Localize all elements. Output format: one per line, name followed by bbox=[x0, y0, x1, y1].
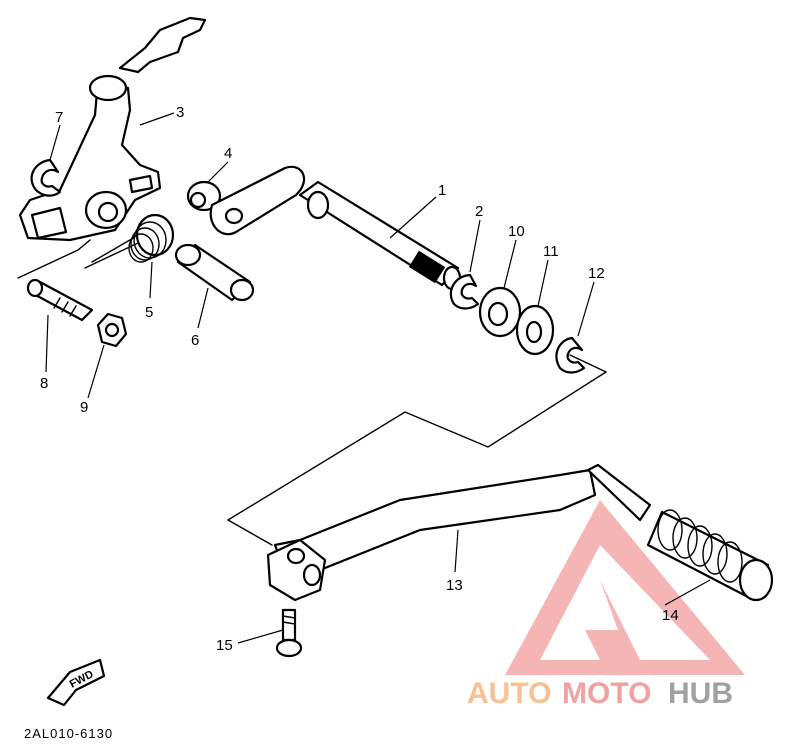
shaft-splines bbox=[408, 250, 446, 284]
sleeve-end-far bbox=[229, 278, 255, 302]
rubber-rib bbox=[687, 525, 713, 567]
label-3: 3 bbox=[176, 104, 184, 121]
part-10-washer bbox=[478, 286, 522, 338]
lever-slot bbox=[30, 206, 68, 240]
assembly-lines bbox=[17, 236, 607, 546]
label-4: 4 bbox=[224, 145, 232, 162]
part-labels: 1 2 3 4 5 6 7 8 9 10 11 12 13 14 15 bbox=[40, 104, 679, 654]
assembly-line-lower bbox=[227, 371, 607, 521]
fwd-arrow: FWD bbox=[46, 658, 106, 707]
label-13: 13 bbox=[446, 577, 463, 594]
leader-2 bbox=[469, 219, 481, 273]
shaft-collar bbox=[306, 190, 330, 220]
spring-leg-line-2 bbox=[91, 236, 136, 263]
pedal-clamp-hole bbox=[286, 547, 306, 565]
leader-7 bbox=[49, 124, 61, 161]
label-12: 12 bbox=[588, 265, 605, 282]
leader-4 bbox=[207, 161, 229, 183]
spring-coil-4 bbox=[128, 233, 154, 263]
bolt-thread bbox=[69, 305, 77, 317]
label-6: 6 bbox=[191, 332, 199, 349]
part-4-collar bbox=[186, 180, 222, 212]
label-14: 14 bbox=[662, 607, 679, 624]
part-13-shift-pedal bbox=[266, 463, 652, 602]
bolt-thread bbox=[61, 301, 69, 313]
label-2: 2 bbox=[475, 203, 483, 220]
spring-coil-1 bbox=[135, 213, 175, 257]
drawing-code: 2AL010-6130 bbox=[24, 726, 113, 741]
part-6-sleeve bbox=[174, 243, 255, 302]
collar-inner bbox=[189, 191, 207, 209]
label-8: 8 bbox=[40, 375, 48, 392]
rubber-rib bbox=[672, 517, 698, 559]
part-1-shift-shaft bbox=[209, 165, 462, 291]
rubber-rib bbox=[702, 533, 728, 575]
label-9: 9 bbox=[80, 399, 88, 416]
leader-5 bbox=[149, 261, 153, 299]
assembly-line-lower-left bbox=[227, 519, 273, 546]
label-1: 1 bbox=[438, 182, 446, 199]
leader-8 bbox=[45, 314, 49, 373]
spring-coil-3 bbox=[130, 227, 160, 261]
leader-9 bbox=[87, 344, 105, 399]
shaft-plate bbox=[209, 165, 306, 236]
label-11: 11 bbox=[543, 243, 559, 260]
rubber-rib bbox=[717, 541, 743, 583]
watermark-moto: MOTO bbox=[562, 677, 651, 710]
rubber-rib bbox=[657, 509, 683, 551]
part-14-pedal-rubber bbox=[646, 509, 774, 602]
leader-lines bbox=[45, 112, 711, 644]
watermark-triangle-inner bbox=[540, 545, 710, 660]
washer-11-inner bbox=[525, 320, 543, 344]
shaft-plate-hole bbox=[224, 207, 244, 225]
bolt-15-shank bbox=[281, 608, 297, 642]
part-8-bolt bbox=[26, 278, 94, 322]
bolt-15-head bbox=[275, 638, 303, 658]
watermark-g-shape bbox=[585, 580, 640, 660]
bolt-thread bbox=[53, 297, 61, 309]
lever-cutout bbox=[128, 174, 154, 194]
leader-13 bbox=[454, 529, 459, 573]
rubber-end-cap bbox=[738, 558, 774, 602]
lever-hook-plate bbox=[118, 16, 207, 74]
leader-6 bbox=[197, 287, 209, 329]
pedal-toe-bar bbox=[586, 463, 652, 522]
part-7-circlip bbox=[30, 158, 62, 197]
watermark-logo bbox=[505, 500, 745, 675]
nut-hole bbox=[104, 322, 120, 338]
lever-pivot-boss bbox=[88, 74, 128, 102]
label-5: 5 bbox=[145, 304, 153, 321]
washer-10-inner bbox=[487, 301, 509, 327]
leader-12 bbox=[577, 281, 595, 337]
assembly-line-shaft bbox=[569, 354, 607, 373]
leader-10 bbox=[503, 239, 517, 289]
bolt-15-thread bbox=[282, 615, 296, 619]
part-12-circlip bbox=[555, 336, 586, 374]
sleeve-end bbox=[174, 243, 202, 267]
bolt-head bbox=[26, 278, 44, 298]
part-5-spring bbox=[128, 213, 175, 263]
leader-15 bbox=[237, 629, 284, 644]
part-11-washer bbox=[515, 304, 555, 356]
lever-hub-hole bbox=[97, 201, 119, 223]
leader-1 bbox=[389, 196, 437, 239]
leader-11 bbox=[537, 259, 549, 307]
part-3-shift-lever bbox=[18, 16, 207, 242]
part-15-bolt bbox=[275, 608, 303, 658]
part-2-circlip bbox=[449, 273, 480, 310]
pedal-spline-hole bbox=[302, 563, 322, 587]
label-10: 10 bbox=[508, 223, 525, 240]
watermark-hub: HUB bbox=[668, 677, 733, 710]
watermark-text: AUTO MOTO HUB bbox=[467, 677, 733, 710]
watermark-auto: AUTO bbox=[467, 677, 551, 710]
fwd-arrow-shape bbox=[46, 658, 106, 707]
label-15: 15 bbox=[216, 637, 233, 654]
leader-14 bbox=[664, 579, 711, 606]
label-7: 7 bbox=[55, 109, 63, 126]
leader-3 bbox=[139, 112, 175, 126]
part-9-nut bbox=[96, 312, 128, 348]
assembly-line-upper bbox=[17, 239, 91, 279]
bolt-15-thread bbox=[282, 621, 296, 625]
